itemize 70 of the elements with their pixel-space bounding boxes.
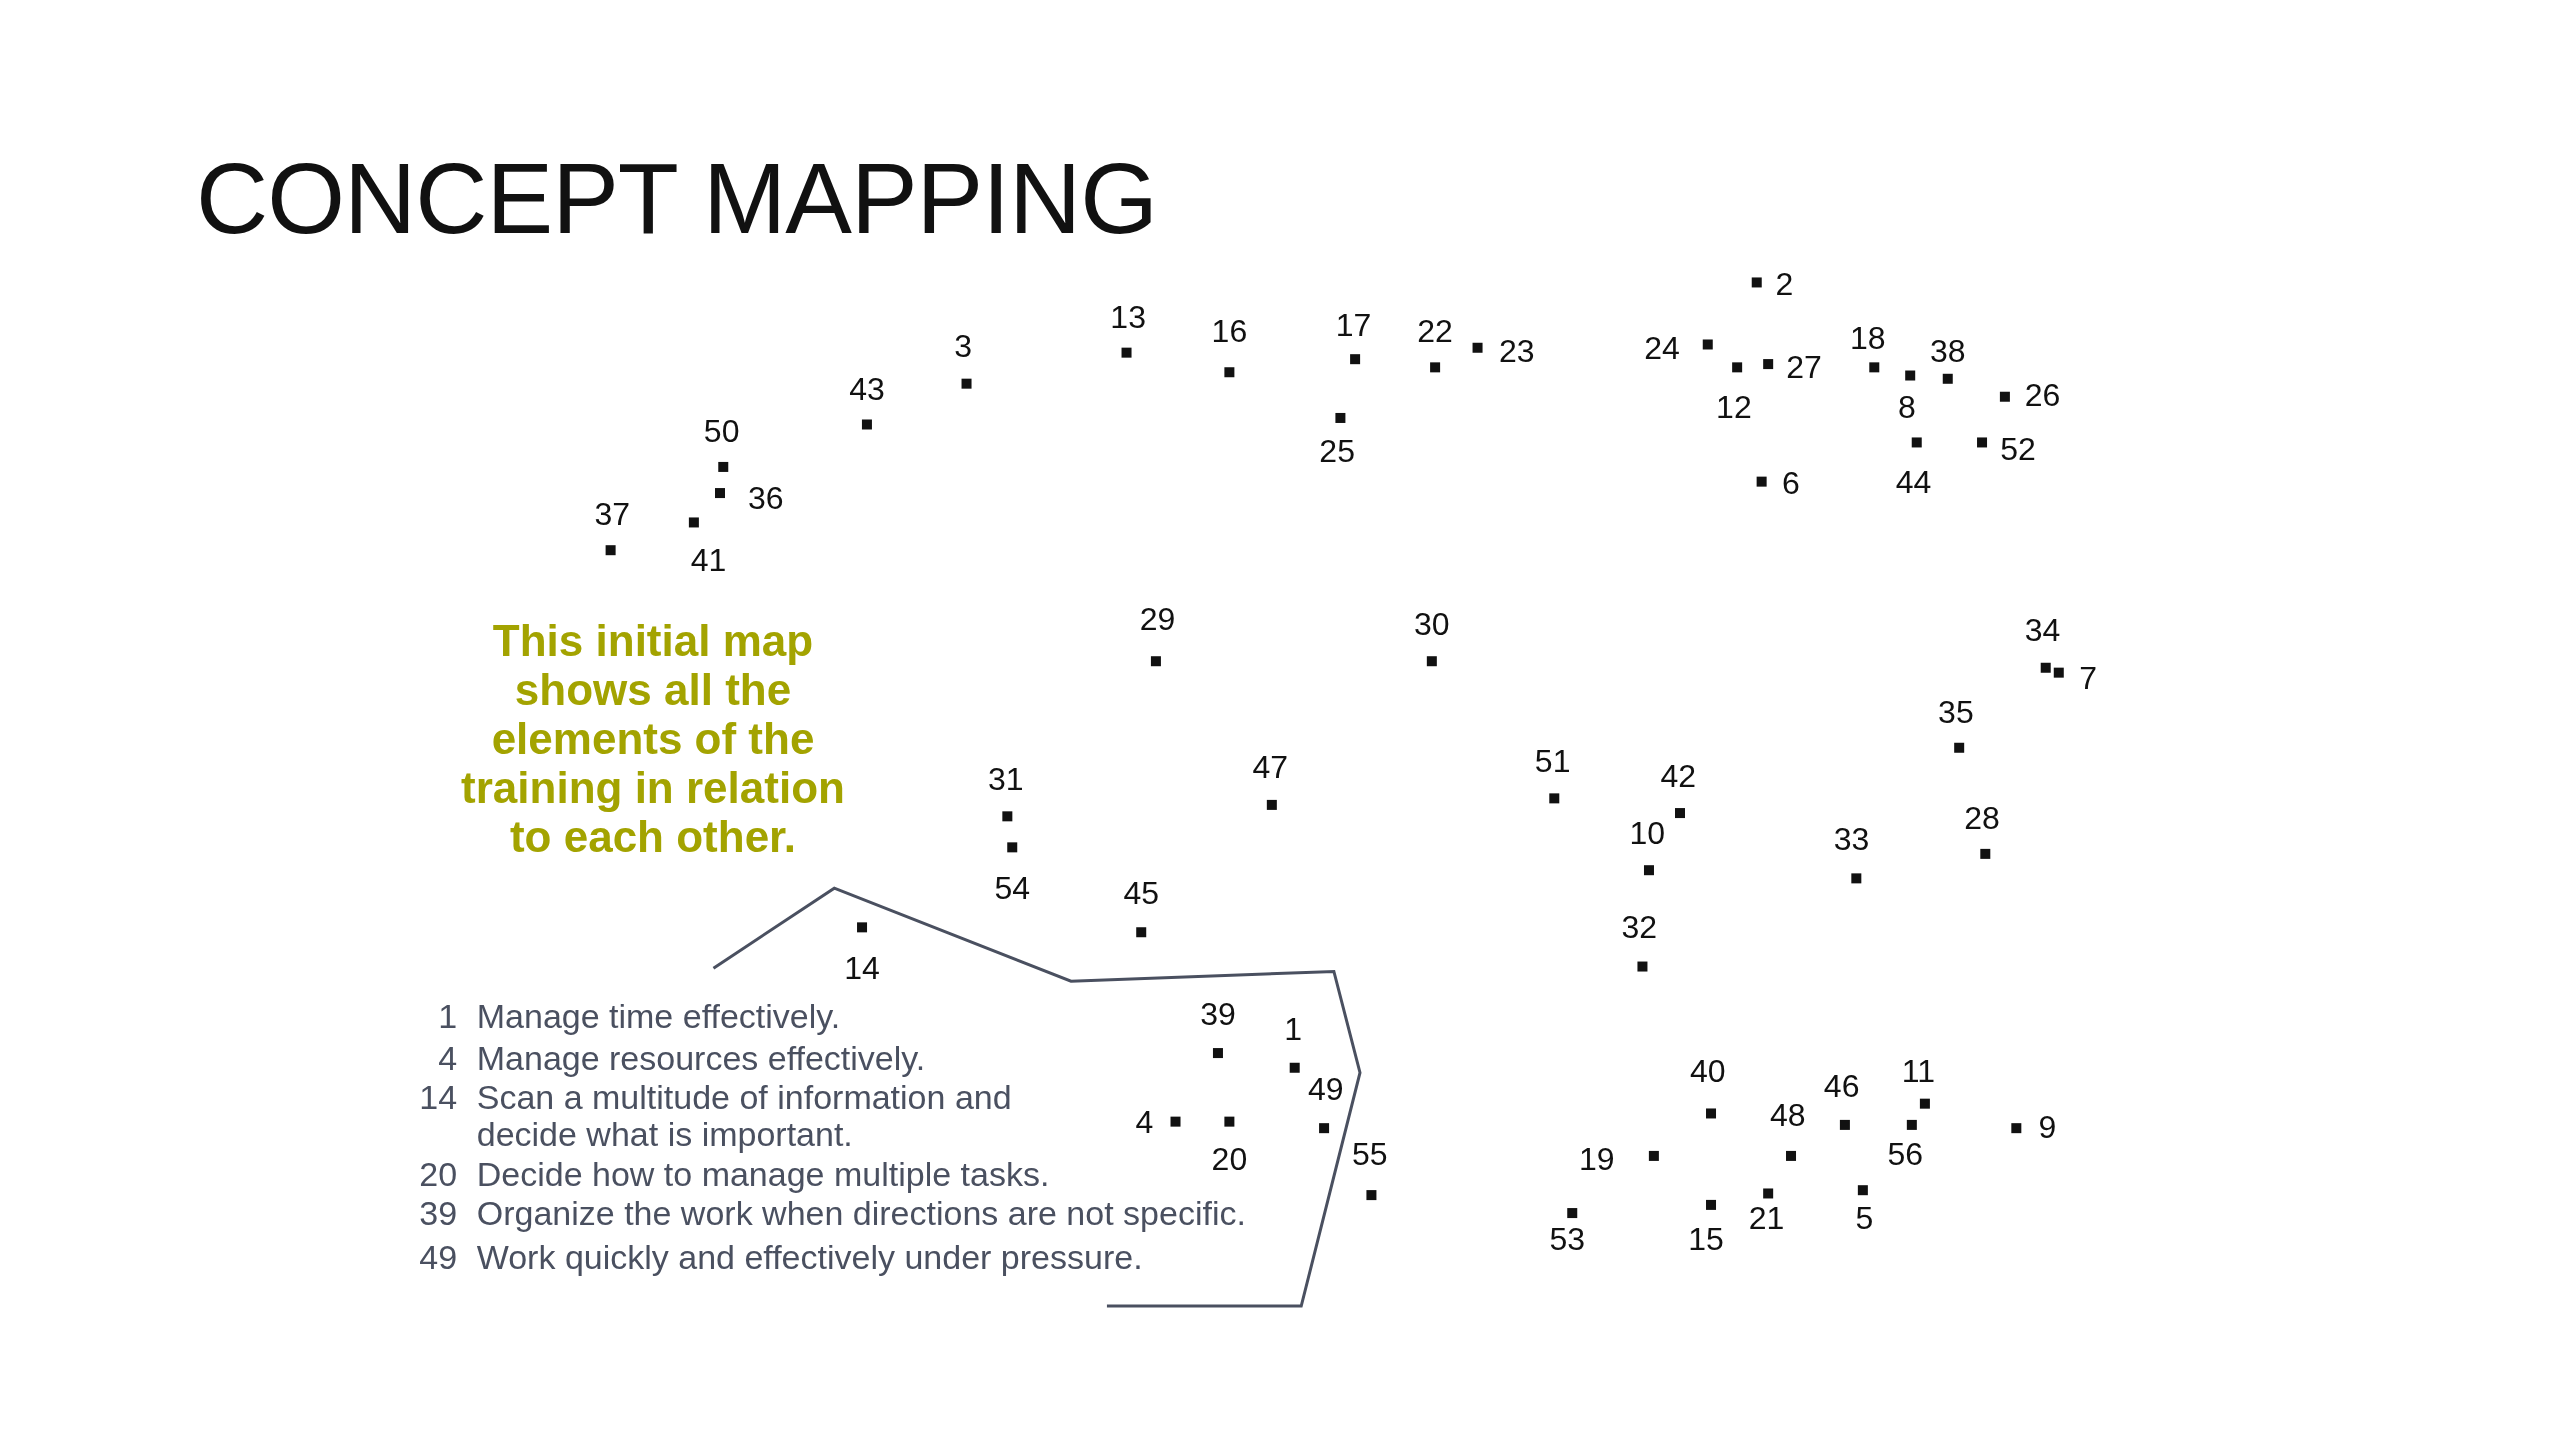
title: CONCEPT MAPPING xyxy=(196,148,1158,248)
point-number: 16 xyxy=(1211,315,1248,348)
item-number: 20 xyxy=(418,1155,458,1193)
point-number: 23 xyxy=(1498,335,1535,367)
item-number: 49 xyxy=(418,1239,458,1277)
point-number: 13 xyxy=(1110,300,1146,333)
point-number: 33 xyxy=(1833,823,1870,856)
point-number: 17 xyxy=(1335,308,1372,341)
item-description: Manage resources effectively. xyxy=(476,1040,926,1077)
point-number: 18 xyxy=(1849,321,1886,354)
point-number: 9 xyxy=(2038,1110,2057,1143)
point-number: 50 xyxy=(703,415,740,447)
note-text: This initial map shows all the elements of the training in relation to each other. xyxy=(460,616,846,861)
point-number: 8 xyxy=(1898,390,1916,423)
point-number: 10 xyxy=(1629,816,1666,849)
item-number: 4 xyxy=(437,1040,458,1077)
item-description: Scan a multitude of information and decide what is important. xyxy=(476,1079,1013,1154)
item-description: Manage time effectively. xyxy=(476,997,841,1035)
point-number: 6 xyxy=(1782,467,1800,500)
point-number: 11 xyxy=(1901,1055,1935,1087)
point-number: 22 xyxy=(1417,315,1453,348)
point-number: 28 xyxy=(1964,801,2000,834)
point-number: 43 xyxy=(849,372,885,405)
point-number: 4 xyxy=(1135,1105,1154,1138)
point-number: 1 xyxy=(1284,1012,1302,1045)
point-number: 52 xyxy=(2000,432,2036,465)
point-number: 53 xyxy=(1549,1223,1586,1256)
point-number: 14 xyxy=(844,952,880,985)
point-number: 42 xyxy=(1660,759,1697,792)
point-number: 3 xyxy=(954,330,973,363)
point-number: 21 xyxy=(1748,1201,1785,1234)
item-number: 39 xyxy=(418,1195,458,1233)
item-number: 1 xyxy=(437,997,458,1035)
point-number: 27 xyxy=(1786,351,1822,384)
item-description: Organize the work when directions are not specific. xyxy=(476,1195,1246,1233)
point-number: 26 xyxy=(2024,379,2061,412)
point-number: 39 xyxy=(1200,997,1236,1030)
point-number: 41 xyxy=(690,544,727,576)
point-number: 34 xyxy=(2024,614,2061,647)
point-number: 32 xyxy=(1621,911,1657,944)
point-number: 2 xyxy=(1775,268,1794,301)
point-number: 46 xyxy=(1823,1069,1860,1102)
point-number: 20 xyxy=(1211,1143,1248,1176)
point-number: 54 xyxy=(994,872,1031,905)
point-number: 30 xyxy=(1414,607,1450,640)
point-number: 55 xyxy=(1352,1138,1388,1171)
point-number: 5 xyxy=(1855,1201,1874,1234)
point-number: 56 xyxy=(1887,1138,1924,1171)
item-description: Work quickly and effectively under pressure. xyxy=(476,1239,1143,1277)
point-number: 48 xyxy=(1769,1099,1806,1132)
point-number: 24 xyxy=(1644,331,1680,364)
point-number: 36 xyxy=(747,481,784,514)
point-number: 29 xyxy=(1139,602,1176,635)
point-number: 15 xyxy=(1688,1223,1724,1256)
item-description: Decide how to manage multiple tasks. xyxy=(476,1155,1050,1193)
point-number: 47 xyxy=(1252,751,1288,784)
point-number: 44 xyxy=(1895,465,1932,498)
point-number: 40 xyxy=(1689,1055,1726,1087)
point-number: 7 xyxy=(2079,661,2098,694)
point-number: 45 xyxy=(1123,877,1159,910)
point-number: 31 xyxy=(987,762,1024,795)
point-number: 37 xyxy=(594,498,631,531)
point-number: 25 xyxy=(1319,434,1355,467)
point-number: 12 xyxy=(1716,390,1752,423)
point-number: 35 xyxy=(1938,695,1974,728)
point-number: 38 xyxy=(1929,335,1966,367)
item-number: 14 xyxy=(418,1079,458,1117)
point-number: 19 xyxy=(1578,1143,1615,1176)
point-number: 51 xyxy=(1534,744,1571,777)
point-number: 49 xyxy=(1307,1072,1344,1105)
